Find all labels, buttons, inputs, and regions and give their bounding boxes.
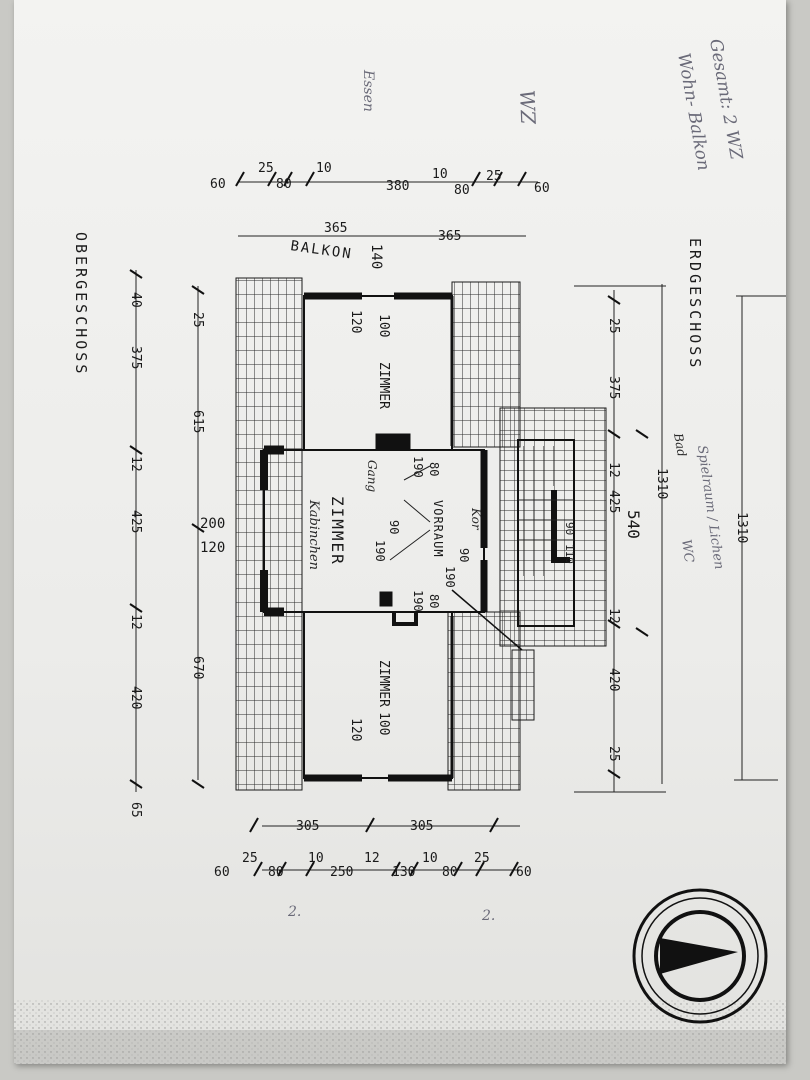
dim-label: 65 [128,802,143,818]
handwritten-note: 2. [481,908,495,924]
room-north-dim-b: 120 [348,310,363,333]
handwritten-note: Bad [671,431,689,458]
dim-label: 425 [128,510,143,533]
dim-label: 10 [422,851,438,866]
dim-label: 365 [438,229,461,244]
dim-label: 10 [316,161,332,176]
room-north-dim-a: 100 [376,314,391,337]
dim-label: 25 [606,318,621,334]
dim-label: 80 [454,183,470,198]
room-center-dim-b: 120 [200,540,225,556]
lower-stair [511,649,535,721]
balcony-label: BALKON [289,238,353,263]
dim-label: 250 [330,865,353,880]
room-south-label: ZIMMER [376,660,391,707]
dim-label: 25 [606,746,621,762]
room-north-label: ZIMMER [376,362,391,409]
dim-label: 60 [214,865,230,880]
dim-label: 12 [606,608,621,624]
floor-plan-sheet: OBERGESCHOSS ERDGESCHOSS BALKON 140 ZIMM… [14,0,786,1064]
dim-label: 12 [128,614,143,630]
dim-label: 365 [324,221,347,236]
dim-label: 25 [242,851,258,866]
dim-label: 60 [534,181,550,196]
left-dimension-chain: 40 375 12 425 12 420 65 25 615 670 [128,292,205,818]
sheet-title: OBERGESCHOSS [72,232,90,376]
north-arrow-icon [632,888,768,1024]
floor-plan-drawing [14,171,786,1064]
plan-text-layer: OBERGESCHOSS ERDGESCHOSS BALKON 140 ZIMM… [72,37,749,924]
dim-label: 1310 [734,512,749,543]
door-dim: 190 [411,590,425,612]
handwritten-note: Essen [360,69,376,112]
dim-label: 80 [268,865,284,880]
top-dimension-row: 60 25 80 10 380 10 80 25 60 365 365 [210,161,550,244]
bottom-dimension-row: 305 305 60 25 80 10 250 12 130 10 80 25 … [214,819,532,880]
door-dim: 190 [373,540,387,562]
dim-label: 60 [210,177,226,192]
dim-label: 60 [516,865,532,880]
dim-label: 670 [190,656,205,679]
room-center-dim-a: 200 [200,516,225,532]
copy-noise [14,1000,786,1064]
dim-label: 12 [364,851,380,866]
dim-label: 40 [128,292,143,308]
door-dim: 80 [427,462,441,476]
room-south-dim-a: 100 [376,712,391,735]
room-center-label: ZIMMER [328,496,347,566]
dim-label: 25 [474,851,490,866]
door-dim: 80 [427,594,441,608]
dim-label: 305 [410,819,433,834]
dim-label: 420 [128,686,143,709]
dimension-ticks [129,171,649,877]
dim-label: 540 [624,510,643,539]
dim-label: 25 [486,169,502,184]
roof-hatch-left [235,277,303,791]
dim-label: 130 [392,865,415,880]
dim-label: 1310 [654,468,669,499]
dim-label: 380 [386,179,409,194]
handwritten-note: Kor [469,507,483,531]
door-dim: 190 [411,456,425,478]
handwritten-note: Kabinchen [306,499,321,570]
reference-floor-label: ERDGESCHOSS [686,238,704,370]
dim-label: 425 [606,490,621,513]
dim-label: 12 [128,456,143,472]
dim-label: 10 [432,167,448,182]
handwritten-note: Gang [365,460,379,492]
dim-label: 420 [606,668,621,691]
handwritten-note: WC [678,538,696,563]
room-south-dim-b: 120 [348,718,363,741]
door-dim: 90 [387,520,401,534]
walls [260,292,575,782]
door-dim: 190 [443,566,457,588]
dim-label: 25 [258,161,274,176]
dim-label: 25 [190,312,205,328]
dimension-lines [135,181,786,871]
stair-steps [389,446,574,576]
handwritten-note: Spielraum / Lichen [694,444,726,570]
right-dimension-chain: 25 375 12 425 12 420 25 1310 1310 540 [606,318,749,762]
hall-label: VORRAUM [431,500,445,558]
dim-label: 12 [606,462,621,478]
door-dim: 90 [563,522,576,535]
balcony-dim: 140 [368,244,384,269]
handwritten-note: Gesamt: 2 WZ [705,37,746,162]
dim-label: 375 [128,346,143,369]
dim-label: 80 [276,177,292,192]
dim-label: 615 [190,410,205,433]
dim-label: 80 [442,865,458,880]
handwritten-note: WZ [515,89,540,125]
dim-label: 305 [296,819,319,834]
dim-label: 10 [308,851,324,866]
door-dim: 90 [457,548,471,562]
door-dim: 110 [563,544,576,564]
dim-label: 375 [606,376,621,399]
handwritten-note: Wohn- Balkon [673,51,713,172]
handwritten-note: 2. [287,904,301,920]
